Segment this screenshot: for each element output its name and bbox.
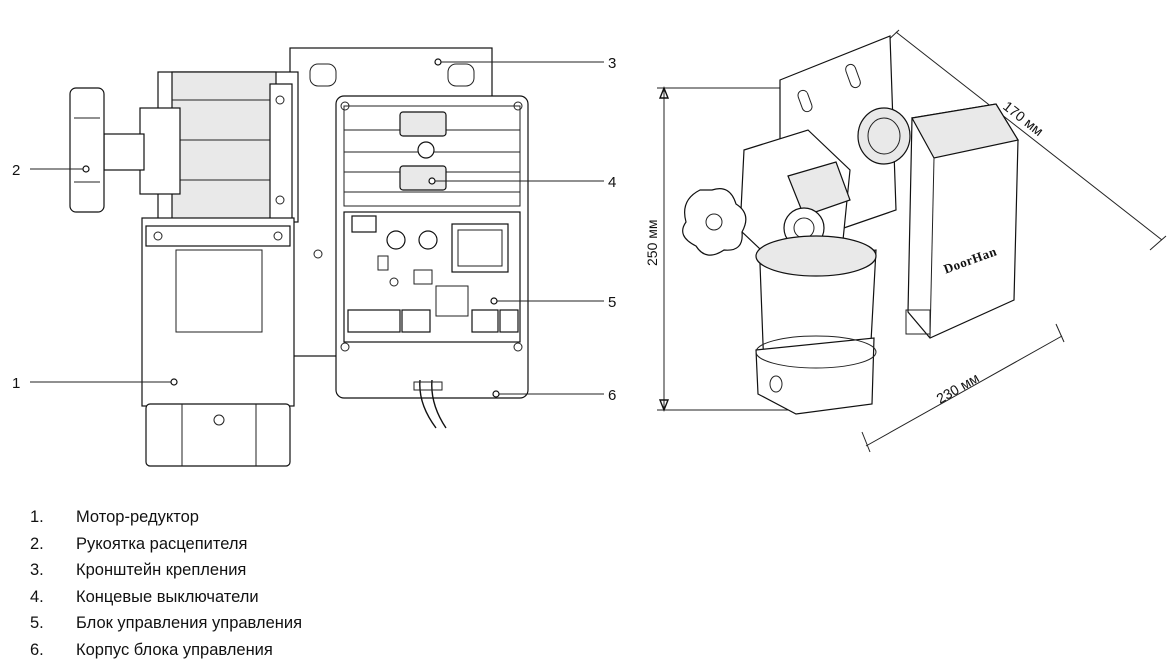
parts-legend: 1.Мотор-редуктор 2.Рукоятка расцепителя … xyxy=(24,504,302,664)
legend-item: 5. Блок управления управления xyxy=(24,610,302,637)
front-view: 1 2 3 4 5 6 xyxy=(12,47,616,467)
iso-control-box: DoorHan xyxy=(905,103,1019,339)
legend-label: Блок управления управления xyxy=(76,614,303,633)
callout-4: 4 xyxy=(608,174,616,191)
legend-number: 4. xyxy=(30,587,44,606)
callout-3: 3 xyxy=(608,55,616,72)
dimension-lines xyxy=(657,29,1167,453)
legend-item: 3. Кронштейн крепления xyxy=(24,557,302,584)
legend-item: 6. Корпус блока управления xyxy=(24,637,302,664)
callout-1: 1 xyxy=(12,375,20,392)
legend-number: 3. xyxy=(30,561,44,580)
callout-6: 6 xyxy=(608,387,616,404)
limit-switches xyxy=(343,105,521,207)
legend-item: 2. Рукоятка расцепителя xyxy=(24,531,302,558)
release-handle xyxy=(69,87,145,213)
legend-number: 2. xyxy=(30,534,44,553)
gear-cage xyxy=(139,71,299,225)
legend-label: Кронштейн крепления xyxy=(76,561,247,580)
legend-number: 5. xyxy=(30,614,44,633)
iso-gearbox xyxy=(682,129,851,269)
legend-number: 1. xyxy=(30,508,44,526)
callout-2: 2 xyxy=(12,162,20,179)
dimension-width-label: 230 мм xyxy=(934,369,982,406)
legend-label: Корпус блока управления xyxy=(76,640,273,659)
gearmotor-body xyxy=(141,217,295,467)
legend-item: 4. Концевые выключатели xyxy=(24,584,302,611)
legend-label: Рукоятка расцепителя xyxy=(76,534,248,553)
legend-label: Мотор-редуктор xyxy=(76,508,199,526)
legend-number: 6. xyxy=(30,640,44,659)
callout-leaders xyxy=(30,58,604,398)
isometric-view: DoorHan 250 мм 170 мм 230 мм xyxy=(644,29,1167,453)
control-board xyxy=(343,211,521,343)
callout-5: 5 xyxy=(608,294,616,311)
iso-motor xyxy=(755,235,877,415)
legend-item: 1. Мотор-редуктор xyxy=(24,504,302,531)
dimension-height-label: 250 мм xyxy=(644,220,660,267)
legend-label: Концевые выключатели xyxy=(76,587,259,606)
iso-drum xyxy=(857,107,911,165)
